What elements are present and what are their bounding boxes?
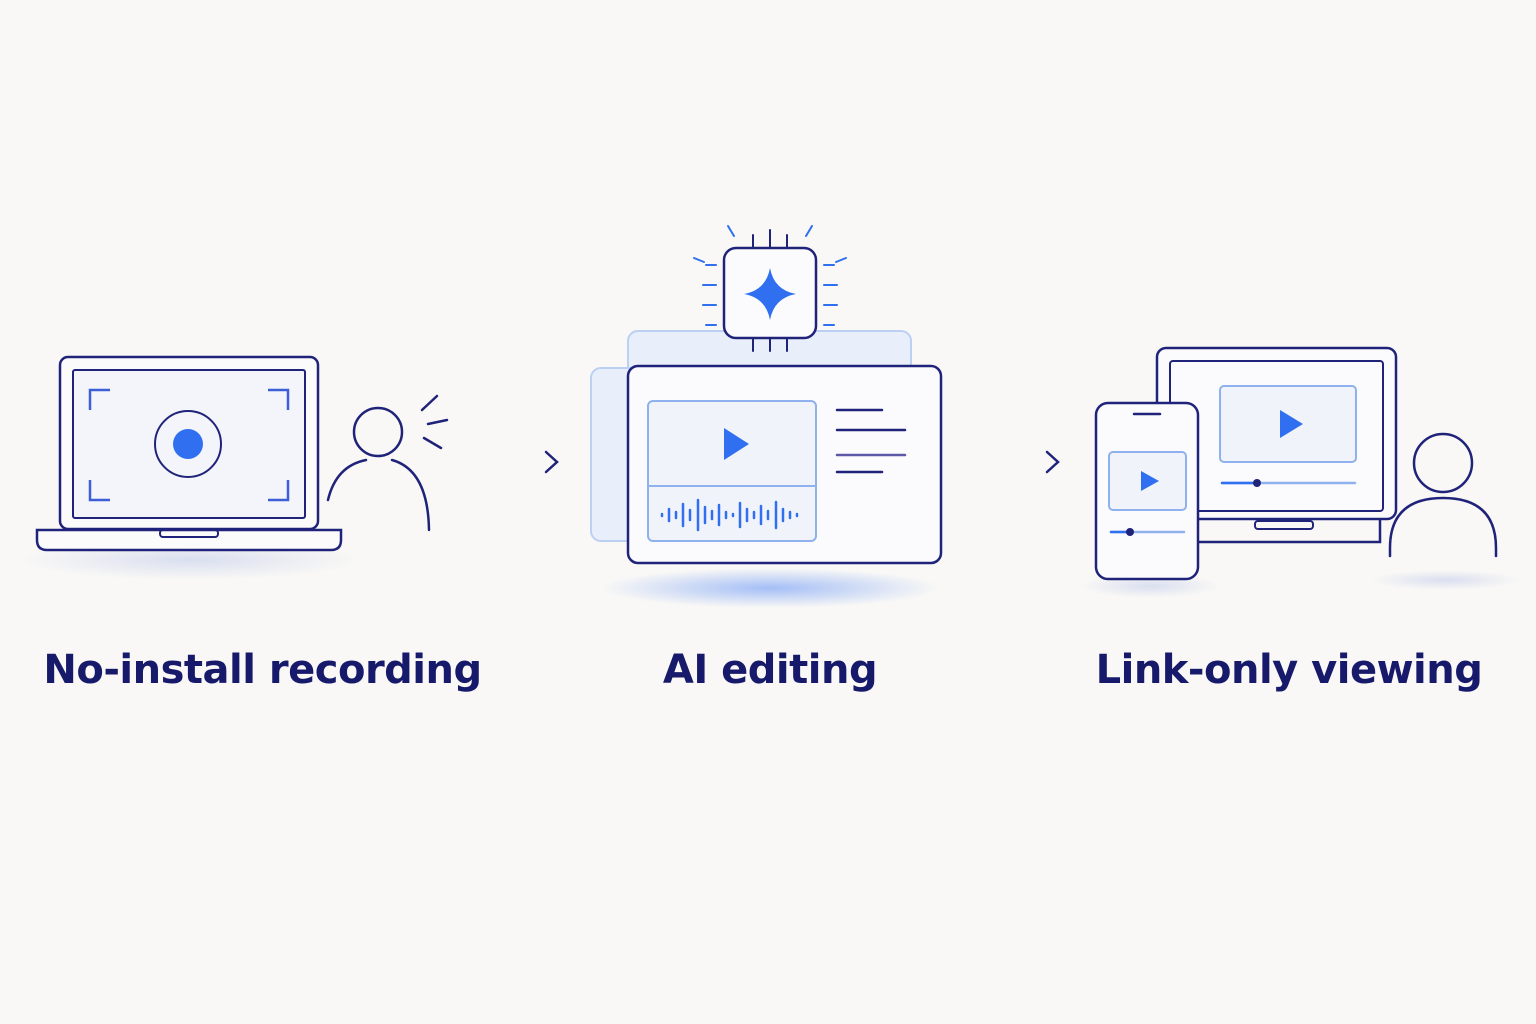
multi-device-viewing-icon <box>1080 346 1520 598</box>
step-label-recording: No-install recording <box>43 647 482 693</box>
laptop-record-icon <box>20 355 449 580</box>
ai-video-editor-icon <box>590 225 943 608</box>
step-label-ai-editing: AI editing <box>662 647 878 693</box>
arrow-right-icon <box>977 450 1060 474</box>
arrow-right-icon <box>476 450 559 474</box>
step-label-link-viewing: Link-only viewing <box>1095 647 1483 693</box>
